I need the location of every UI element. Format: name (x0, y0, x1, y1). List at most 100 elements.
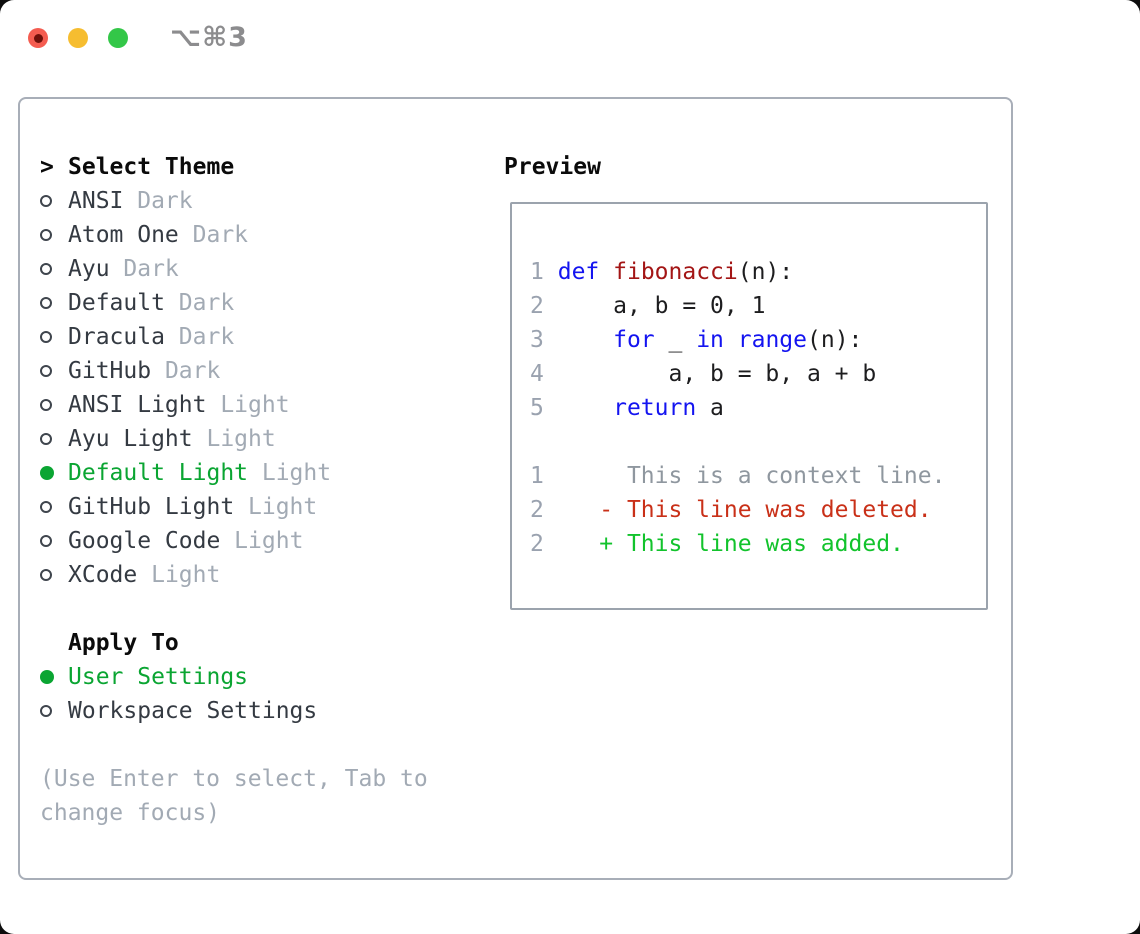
theme-option[interactable]: Atom One Dark (40, 218, 331, 252)
code-line: 5 return a (530, 391, 986, 425)
line-number: 1 (530, 463, 544, 489)
selected-radio-icon (40, 670, 68, 684)
hint-text: (Use Enter to select, Tab to change focus… (40, 762, 428, 830)
code-line: 2 + This line was added. (530, 527, 986, 561)
code-segment (544, 327, 613, 353)
theme-option-variant: Light (234, 494, 318, 520)
theme-option[interactable]: Ayu Light Light (40, 422, 331, 456)
radio-circle-icon (40, 297, 68, 309)
radio-circle-icon (40, 263, 68, 275)
theme-option[interactable]: GitHub Light Light (40, 490, 331, 524)
code-segment: range (737, 327, 808, 353)
theme-option-variant: Light (220, 528, 304, 554)
theme-option[interactable]: Default Dark (40, 286, 331, 320)
line-number: 1 (530, 259, 544, 285)
code-segment: def (557, 259, 600, 285)
radio-circle-icon (40, 229, 68, 241)
preview-header: Preview (504, 154, 601, 180)
line-number: 4 (530, 361, 544, 387)
window-shortcut-label: ⌥⌘3 (170, 22, 248, 53)
theme-option-variant: Light (192, 426, 276, 452)
theme-option-name: XCode (68, 562, 138, 588)
code-line: 2 - This line was deleted. (530, 493, 986, 527)
radio-circle-icon (40, 433, 68, 445)
close-button[interactable] (28, 28, 48, 48)
minimize-button[interactable] (68, 28, 88, 48)
code-line: 4 a, b = b, a + b (530, 357, 986, 391)
theme-option-name: Ayu (68, 256, 110, 282)
code-segment: in (696, 327, 724, 353)
code-segment: + This line was added. (543, 531, 904, 557)
code-segment: a, b = 0, 1 (543, 293, 766, 319)
theme-option-name: Default Light (68, 460, 249, 486)
code-segment: (n): (807, 327, 863, 353)
code-line: 1 def fibonacci(n): (530, 255, 986, 289)
theme-option[interactable]: Dracula Dark (40, 320, 331, 354)
line-number: 2 (530, 293, 544, 319)
theme-option[interactable]: ANSI Light Light (40, 388, 331, 422)
apply-to-option-label: User Settings (68, 664, 249, 690)
apply-to-option[interactable]: User Settings (40, 660, 317, 694)
theme-option-variant: Dark (164, 324, 235, 350)
code-segment (599, 259, 613, 285)
code-segment: - This line was deleted. (543, 497, 932, 523)
theme-option-variant: Dark (178, 222, 249, 248)
close-dot-icon (33, 33, 43, 43)
theme-list-header: >Select Theme (40, 150, 331, 184)
theme-option[interactable]: GitHub Dark (40, 354, 331, 388)
line-number: 5 (530, 395, 544, 421)
zoom-button[interactable] (108, 28, 128, 48)
apply-to-option-label: Workspace Settings (68, 698, 318, 724)
radio-circle-icon (40, 331, 68, 343)
theme-option-name: Default (68, 290, 165, 316)
code-segment: This is a context line. (543, 463, 946, 489)
theme-option[interactable]: XCode Light (40, 558, 331, 592)
code-line: 2 a, b = 0, 1 (530, 289, 986, 323)
code-segment (544, 395, 613, 421)
code-segment: return (613, 395, 697, 421)
theme-option-variant: Dark (109, 256, 179, 282)
theme-option-variant: Light (206, 392, 290, 418)
theme-option-name: ANSI (68, 188, 124, 214)
code-segment: (n): (737, 259, 794, 285)
apply-to-title: Apply To (68, 630, 179, 656)
theme-option-variant: Dark (123, 188, 193, 214)
theme-option-variant: Dark (164, 290, 235, 316)
radio-circle-icon (40, 705, 68, 717)
code-line: 1 This is a context line. (530, 459, 986, 493)
selected-radio-icon (40, 466, 68, 480)
code-segment: fibonacci (613, 259, 738, 285)
theme-option-name: Ayu Light (68, 426, 193, 452)
radio-circle-icon (40, 365, 68, 377)
code-line: 3 for _ in range(n): (530, 323, 986, 357)
theme-option[interactable]: Default Light Light (40, 456, 331, 490)
theme-option[interactable]: Google Code Light (40, 524, 331, 558)
line-number: 2 (530, 497, 544, 523)
line-number: 2 (530, 531, 544, 557)
hint-line: (Use Enter to select, Tab to (40, 766, 428, 792)
radio-circle-icon (40, 399, 68, 411)
theme-option[interactable]: ANSI Dark (40, 184, 331, 218)
code-segment (544, 259, 558, 285)
apply-to-header: Apply To (40, 626, 317, 660)
code-segment: a (696, 395, 724, 421)
titlebar: ⌥⌘3 (0, 0, 1140, 76)
theme-option-name: GitHub (68, 358, 152, 384)
theme-option-name: Dracula (68, 324, 165, 350)
code-segment: a, b = b, a + b (543, 361, 877, 387)
line-number: 3 (530, 327, 544, 353)
apply-to-option[interactable]: Workspace Settings (40, 694, 317, 728)
radio-circle-icon (40, 501, 68, 513)
hint-line: change focus) (40, 800, 221, 826)
theme-option-name: Google Code (68, 528, 221, 554)
radio-circle-icon (40, 569, 68, 581)
theme-option-variant: Light (137, 562, 221, 588)
theme-option-name: GitHub Light (68, 494, 235, 520)
theme-option-name: Atom One (68, 222, 179, 248)
theme-option[interactable]: Ayu Dark (40, 252, 331, 286)
